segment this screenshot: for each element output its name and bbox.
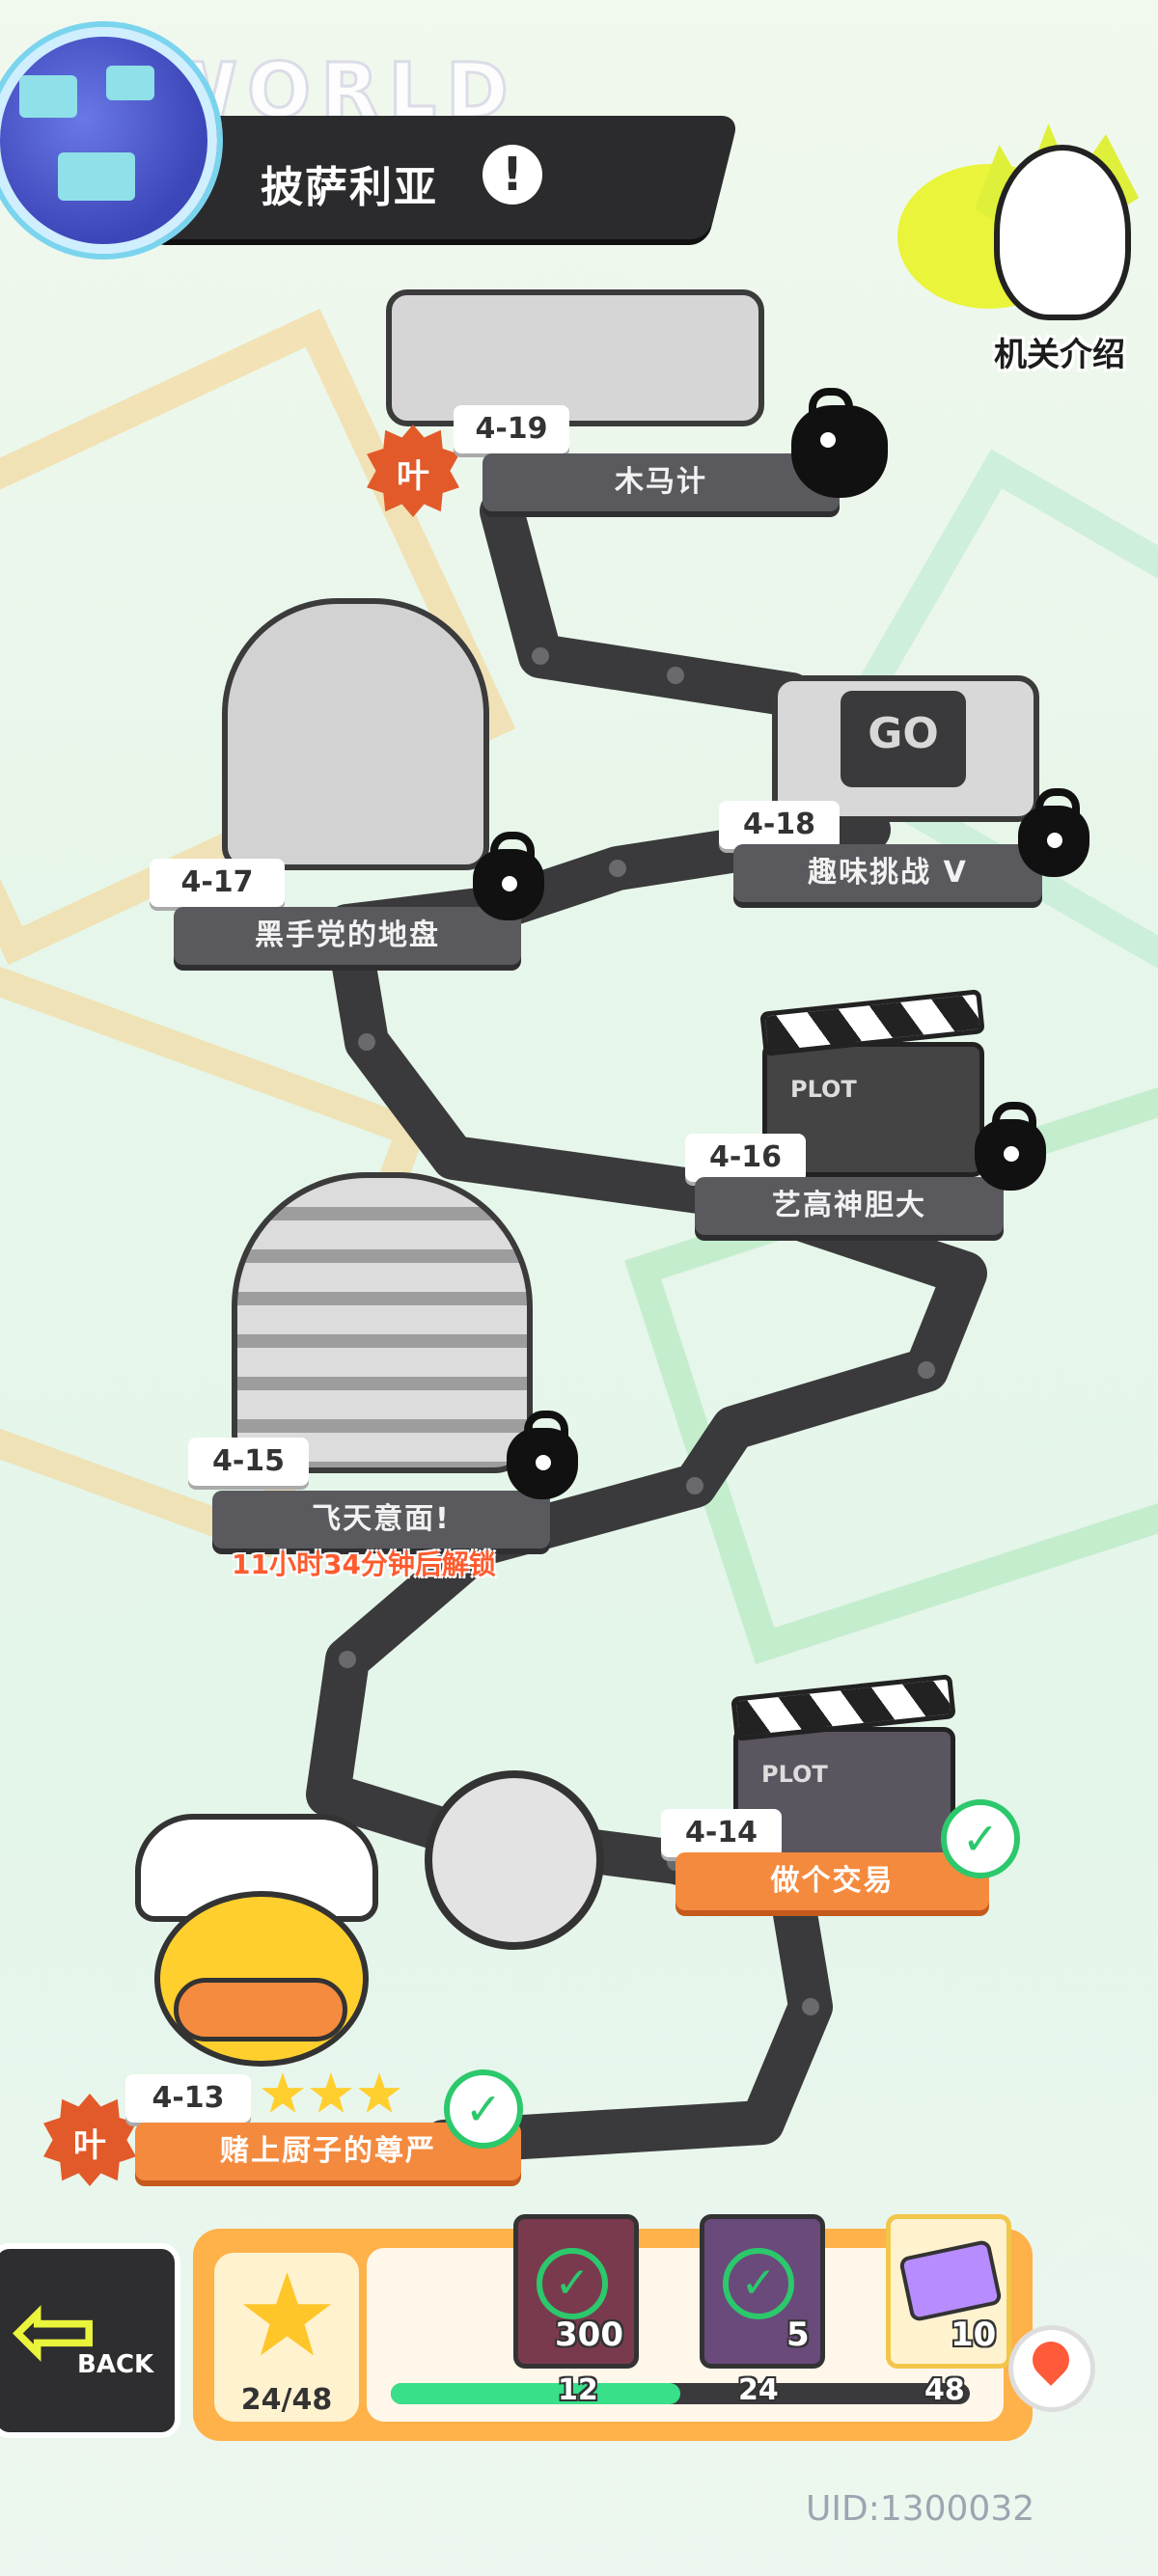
stage-4-13-cleared-check-icon: ✓ xyxy=(444,2069,523,2149)
area-title: 披萨利亚 xyxy=(261,163,438,212)
globe-land-shape xyxy=(19,75,77,118)
stage-4-16-number: 4-16 xyxy=(685,1134,806,1182)
stage-4-19-lock-icon xyxy=(791,388,888,498)
stage-4-18-lock-icon xyxy=(1018,788,1089,877)
stage-4-15-building[interactable] xyxy=(232,1172,533,1473)
stage-4-17-number: 4-17 xyxy=(150,859,285,907)
reward-item-2-count: 5 xyxy=(786,2316,810,2354)
milestone-3: 48 xyxy=(924,2373,965,2407)
stage-4-14-number: 4-14 xyxy=(661,1809,782,1857)
back-button[interactable] xyxy=(0,2243,180,2438)
back-arrow-icon: ⇦ xyxy=(10,2268,99,2392)
reward-item-1[interactable] xyxy=(513,2214,639,2369)
stage-4-17-lock-icon xyxy=(473,832,544,920)
world-globe-icon[interactable] xyxy=(0,27,217,254)
milestone-1: 12 xyxy=(558,2373,598,2407)
ticket-icon xyxy=(897,2238,1004,2323)
user-id: UID:1300032 xyxy=(806,2489,1035,2529)
mechanism-character-avatar[interactable] xyxy=(994,145,1131,320)
stage-4-13-number: 4-13 xyxy=(125,2074,251,2123)
globe-land-shape xyxy=(106,66,154,100)
stage-4-19-number: 4-19 xyxy=(454,405,569,453)
location-pin-button[interactable] xyxy=(1008,2325,1095,2412)
reward-item-1-claimed-check-icon: ✓ xyxy=(537,2248,608,2319)
stage-4-16-lock-icon xyxy=(975,1102,1046,1191)
alert-icon[interactable]: ! xyxy=(482,145,542,205)
stage-4-15-unlock-timer: 11小时34分钟后解锁 xyxy=(232,1548,496,1580)
stage-4-15-name[interactable]: 飞天意面! xyxy=(212,1491,550,1548)
star-progress-fill xyxy=(391,2383,680,2404)
stage-4-17-name[interactable]: 黑手党的地盘 xyxy=(174,907,521,965)
stage-4-16-name[interactable]: 艺高神胆大 xyxy=(695,1177,1004,1235)
stage-4-14-cleared-check-icon: ✓ xyxy=(941,1799,1020,1878)
duck-beak xyxy=(174,1978,347,2042)
area-title-bar xyxy=(149,116,739,239)
stage-4-15-number: 4-15 xyxy=(188,1438,309,1486)
stage-4-18-name[interactable]: 趣味挑战 V xyxy=(733,844,1042,902)
stage-4-15-lock-icon xyxy=(507,1411,578,1499)
stage-4-18-number: 4-18 xyxy=(719,801,840,849)
milestone-2: 24 xyxy=(738,2373,779,2407)
clapper-plot-label: PLOT xyxy=(761,1761,828,1788)
globe-land-shape xyxy=(58,152,135,201)
pizza-cutter-icon xyxy=(425,1770,604,1950)
reward-item-1-count: 300 xyxy=(555,2316,623,2354)
reward-item-3-count: 10 xyxy=(951,2316,997,2354)
chef-duck-character[interactable] xyxy=(116,1814,396,2067)
mechanism-intro-button[interactable]: 机关介绍 xyxy=(994,336,1125,374)
back-button-label: BACK xyxy=(77,2350,154,2379)
star-count: 24/48 xyxy=(240,2383,333,2417)
stage-4-19-building[interactable] xyxy=(386,289,764,426)
reward-item-3[interactable] xyxy=(886,2214,1011,2369)
console-go-screen: GO xyxy=(841,691,966,787)
stage-4-19-name[interactable]: 木马计 xyxy=(482,453,840,511)
stage-4-17-building[interactable] xyxy=(222,598,489,870)
clapper-plot-label: PLOT xyxy=(790,1076,857,1103)
reward-item-2-claimed-check-icon: ✓ xyxy=(723,2248,794,2319)
stage-4-18-console[interactable]: GO xyxy=(772,675,1039,822)
stage-4-14-name[interactable]: 做个交易 xyxy=(676,1852,989,1910)
